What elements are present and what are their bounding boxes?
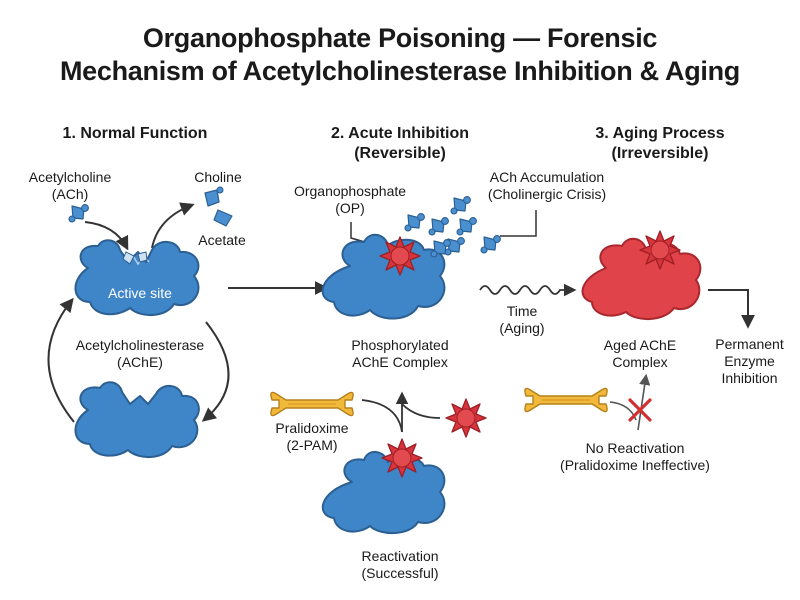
no-reactivation-line-2: (Pralidoxime Ineffective) xyxy=(560,457,710,473)
section-3-heading-line-2: (Irreversible) xyxy=(611,145,709,162)
wavy-arrow-icon xyxy=(479,283,577,297)
ineffective-path xyxy=(609,401,637,421)
ach-label-line-1: Acetylcholine xyxy=(28,169,112,185)
accumulation-label-connector xyxy=(500,210,537,237)
pralidoxime-line-1: Pralidoxime xyxy=(275,420,349,436)
products-release-arrow xyxy=(151,202,195,249)
permanent-line-2: Enzyme xyxy=(724,353,775,369)
acetate-label: Acetate xyxy=(198,232,246,248)
ache-enzyme-regenerated-icon xyxy=(74,381,200,458)
phosphorylated-complex-line-1: Phosphorylated xyxy=(351,337,449,353)
op-label-line-1: Organophosphate xyxy=(293,183,407,199)
phosphorylated-ache-icon xyxy=(321,233,446,320)
op-label: Organophosphate (OP) xyxy=(290,183,410,217)
aged-complex-label: Aged AChE Complex xyxy=(585,337,695,371)
page-title: Organophosphate Poisoning — Forensic Mec… xyxy=(0,22,800,88)
reactivation-label: Reactivation (Successful) xyxy=(335,548,465,582)
ach-accumulation-label: ACh Accumulation (Cholinergic Crisis) xyxy=(472,169,622,203)
aged-op-icon xyxy=(639,230,681,270)
cycle-arrow-left xyxy=(47,297,75,423)
section-2-heading-line-2: (Reversible) xyxy=(354,145,446,162)
ache-label: Acetylcholinesterase (AChE) xyxy=(50,337,230,371)
active-site-label: Active site xyxy=(108,285,172,301)
cycle-arrow-right xyxy=(201,321,230,422)
time-aging-line-1: Time xyxy=(506,303,538,319)
section-1-heading: 1. Normal Function xyxy=(40,124,230,144)
title-line-1: Organophosphate Poisoning — Forensic xyxy=(142,23,658,53)
section-2-heading-line-1: 2. Acute Inhibition xyxy=(330,125,470,142)
ache-enzyme-icon xyxy=(74,239,200,316)
pralidoxime-label: Pralidoxime (2-PAM) xyxy=(262,420,362,454)
time-aging-label: Time (Aging) xyxy=(482,303,562,337)
section-1-heading-text: 1. Normal Function xyxy=(62,125,208,142)
pralidoxime-path xyxy=(361,399,403,433)
ach-label: Acetylcholine (ACh) xyxy=(10,169,130,203)
section-3-heading-line-1: 3. Aging Process xyxy=(595,125,725,142)
permanent-line-3: Inhibition xyxy=(721,370,778,386)
choline-label: Choline xyxy=(194,169,242,185)
reactivation-line-1: Reactivation xyxy=(361,548,439,564)
no-reactivation-label: No Reactivation (Pralidoxime Ineffective… xyxy=(535,440,735,474)
permanent-inhibition-arrow xyxy=(708,289,755,329)
ach-label-line-2: (ACh) xyxy=(51,186,89,202)
permanent-inhibition-label: Permanent Enzyme Inhibition xyxy=(702,336,797,387)
pralidoxime-wrench-icon xyxy=(270,391,354,417)
ache-label-line-1: Acetylcholinesterase xyxy=(75,337,205,353)
ach-molecule-icon xyxy=(68,204,90,223)
time-aging-line-2: (Aging) xyxy=(499,320,545,336)
cross-icon xyxy=(628,398,652,422)
op-label-line-2: (OP) xyxy=(335,200,365,216)
reactivated-ache-icon xyxy=(321,451,446,534)
acetate-molecule-icon xyxy=(213,209,233,227)
phosphorylated-complex-line-2: AChE Complex xyxy=(352,354,448,370)
bound-ach-icon xyxy=(122,251,148,265)
bound-op-icon xyxy=(381,438,423,478)
aged-complex-line-1: Aged AChE xyxy=(603,337,677,353)
ach-accumulation-line-2: (Cholinergic Crisis) xyxy=(487,186,607,202)
aged-complex-line-2: Complex xyxy=(612,354,668,370)
ineffective-wrench-icon xyxy=(524,387,608,413)
pralidoxime-line-2: (2-PAM) xyxy=(286,437,338,453)
op-release-path xyxy=(401,403,441,419)
title-line-2: Mechanism of Acetylcholinesterase Inhibi… xyxy=(59,56,740,86)
organophosphate-icon xyxy=(379,236,421,276)
choline-molecule-icon xyxy=(204,186,224,207)
phosphorylated-complex-label: Phosphorylated AChE Complex xyxy=(320,337,480,371)
section-3-heading: 3. Aging Process (Irreversible) xyxy=(565,124,755,164)
blocked-arrow xyxy=(637,373,651,431)
section-2-heading: 2. Acute Inhibition (Reversible) xyxy=(300,124,500,164)
reactivation-line-2: (Successful) xyxy=(361,565,439,581)
ache-label-line-2: (AChE) xyxy=(117,354,163,370)
permanent-line-1: Permanent xyxy=(715,336,784,352)
no-reactivation-line-1: No Reactivation xyxy=(585,440,685,456)
ach-accumulation-line-1: ACh Accumulation xyxy=(489,169,605,185)
ach-binding-arrow xyxy=(84,221,129,251)
released-op-icon xyxy=(445,398,487,438)
